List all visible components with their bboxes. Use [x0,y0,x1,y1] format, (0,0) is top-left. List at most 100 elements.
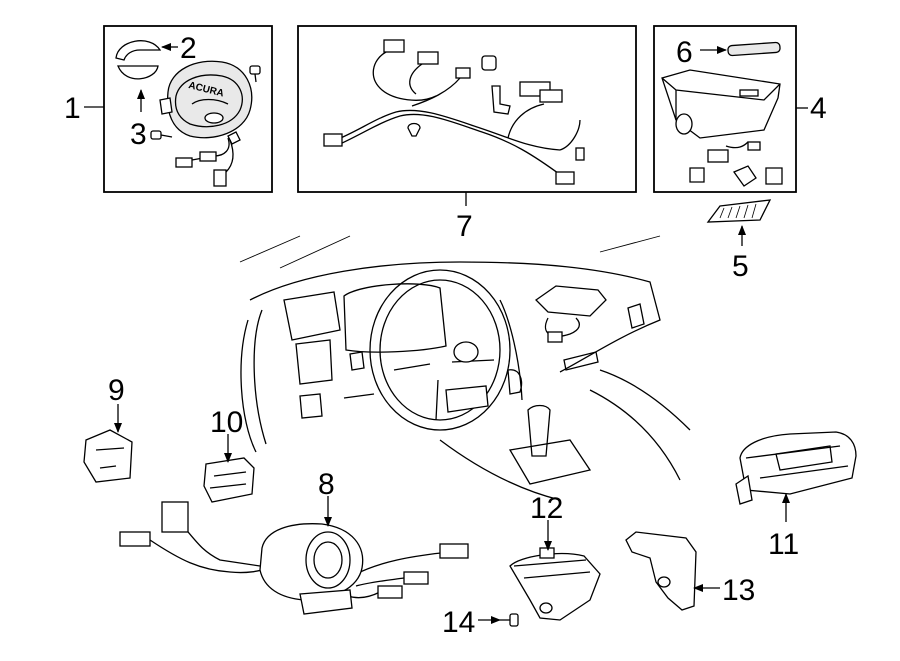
harness-branch-1 [372,51,437,101]
center-knob [507,369,523,395]
lower-dash-line [599,369,691,431]
cluster [343,283,447,353]
harness-box [297,25,637,193]
left-vent [283,291,341,341]
cs-conn-2 [119,531,151,547]
horn-pad [453,341,479,363]
windshield-line-1 [239,235,301,263]
harness-branch-3 [411,77,461,107]
emblem-upper [115,40,162,61]
harness-branch-2 [409,63,423,95]
left-vent-2 [295,339,333,385]
steering-wheel-rim [369,269,511,431]
harness-branch-4 [507,103,545,139]
cs-wire-2 [149,539,271,574]
h-conn-8 [555,171,575,185]
windshield-line-3 [599,235,661,253]
door-edge [240,319,257,453]
callout-5: 5 [732,250,749,283]
harness-main-2 [339,113,563,177]
glovebox-line [589,389,681,481]
shift-console [508,439,592,485]
connector-a [175,157,193,168]
callout-7: 7 [456,210,473,243]
bolt-14 [500,613,519,627]
callout-3: 3 [130,118,147,151]
floor-line [439,439,561,501]
h-conn-7 [539,89,563,103]
h-clip-1 [407,122,421,137]
right-vent [627,303,645,329]
box-frame-7 [297,25,637,193]
cs-conn-3 [439,543,469,559]
cs-base [299,589,353,615]
pax-clip-2 [733,165,757,187]
connector-c [213,169,227,187]
passenger-airbag-module [661,69,781,139]
pax-airbag-location [534,285,607,317]
cs-conn-5 [377,585,403,599]
pax-connector [707,149,729,163]
callout-12: 12 [530,492,563,525]
callout-10: 10 [210,406,243,439]
harness-main-1 [335,109,561,151]
h-conn-2 [417,51,439,65]
callout-8: 8 [318,468,335,501]
h-conn-3 [455,67,471,79]
airbag-ecu-location [445,385,489,413]
impact-sensor-12 [509,547,601,621]
callout-14: 14 [442,606,475,639]
pax-clip-1 [689,167,705,183]
h-clip-2 [575,147,585,161]
pax-conn-location [547,331,563,343]
pax-wire-location [544,317,581,337]
steering-spokes [393,359,495,421]
sensor-bracket-9 [83,429,133,483]
cs-conn-1 [161,501,189,533]
cs-wire-5 [347,591,381,599]
dash-top [249,261,661,373]
cs-wire-3 [355,551,451,575]
shift-lever [527,404,551,457]
pax-clip-3 [765,167,783,185]
h-bracket [491,85,511,115]
pax-wire [725,141,749,149]
connector-b [199,151,217,162]
bracket-10 [203,457,255,503]
dashboard-illustration [239,235,691,501]
driver-airbag-module: ACURA [159,60,253,145]
steering-wheel-inner [379,279,501,421]
windshield-line-2 [279,235,351,269]
switch-panel [299,393,323,419]
harness-branch-5 [559,119,581,151]
screw-top [249,65,261,83]
airbag-module-box: ACURA [103,25,273,193]
pax-connector-2 [747,141,761,151]
cs-conn-4 [403,571,429,585]
callout-lines [84,43,808,624]
callout-1: 1 [64,92,81,125]
center-vent [563,351,599,371]
clockspring-8 [119,501,469,615]
trim-strip-5 [706,199,772,223]
dash-left-edge [253,309,267,445]
bracket-13 [625,531,697,611]
hazard-switch [349,351,365,371]
cs-wire-4 [355,577,405,587]
h-conn-5 [323,133,343,147]
cs-hub [305,531,351,589]
callout-numbers: 1 2 3 4 5 6 7 8 9 10 11 12 13 14 [64,32,827,639]
callout-6: 6 [676,36,693,69]
lower-trim [343,393,375,399]
callout-4: 4 [810,92,827,125]
h-conn-4 [481,55,497,71]
trim-6 [727,41,781,57]
callout-13: 13 [722,574,755,607]
harness-wire-2 [225,139,234,173]
emblem-lower [117,65,159,80]
srs-control-unit-11 [735,431,857,505]
callout-11: 11 [768,528,799,561]
h-conn-1 [383,39,405,53]
